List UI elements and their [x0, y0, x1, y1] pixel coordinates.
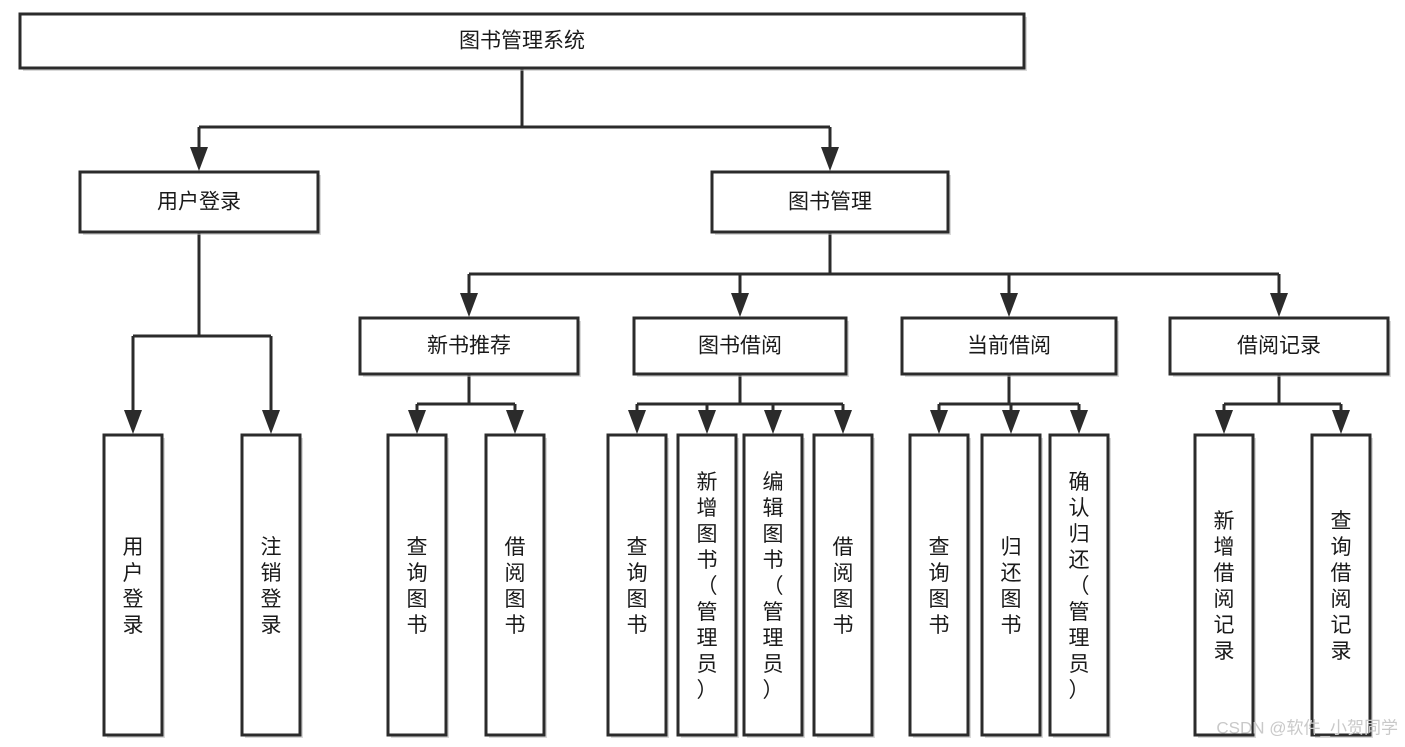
node-label: 确认归还（管理员） — [1069, 471, 1090, 702]
node-label: 借阅记录 — [1237, 335, 1321, 358]
node-new-book-rec[interactable]: 新书推荐 — [358, 316, 581, 377]
node-current-borrow[interactable]: 当前借阅 — [900, 316, 1119, 377]
node-rect — [812, 433, 874, 737]
node-book-borrow[interactable]: 图书借阅 — [632, 316, 849, 377]
connector-group — [1215, 374, 1350, 434]
node-label: 用户登录 — [157, 191, 241, 214]
node-rect — [78, 170, 320, 234]
node-label: 用户登录 — [123, 536, 144, 637]
connector-group — [460, 232, 1288, 317]
node-leaf-edit-book[interactable]: 编辑图书（管理员） — [742, 433, 805, 738]
node-label: 借阅图书 — [833, 536, 854, 637]
node-rect — [900, 316, 1118, 376]
node-label: 借阅图书 — [505, 536, 526, 637]
node-rect — [742, 433, 804, 737]
node-book-manage[interactable]: 图书管理 — [710, 170, 951, 235]
node-rect — [18, 12, 1026, 70]
node-rect — [484, 433, 546, 737]
connector-layer — [124, 68, 1350, 434]
connector-group — [930, 374, 1088, 434]
node-layer: 图书管理系统用户登录图书管理新书推荐图书借阅当前借阅借阅记录用户登录注销登录查询… — [18, 12, 1391, 738]
connector-group — [628, 374, 852, 434]
node-label: 编辑图书（管理员） — [763, 471, 784, 702]
node-label: 图书管理系统 — [459, 30, 585, 53]
connector-group — [190, 68, 839, 171]
csdn-watermark: CSDN @软件_小贺同学 — [1216, 718, 1398, 737]
node-leaf-user-login[interactable]: 用户登录 — [102, 433, 165, 738]
node-leaf-query-record[interactable]: 查询借阅记录 — [1310, 433, 1373, 738]
node-rect — [1310, 433, 1372, 737]
node-leaf-borrow-book-2[interactable]: 借阅图书 — [812, 433, 875, 738]
node-rect — [908, 433, 970, 737]
node-label: 当前借阅 — [967, 335, 1051, 358]
node-label: 注销登录 — [261, 536, 282, 637]
node-rect — [980, 433, 1042, 737]
node-leaf-query-book-3[interactable]: 查询图书 — [908, 433, 971, 738]
node-root[interactable]: 图书管理系统 — [18, 12, 1027, 71]
node-rect — [102, 433, 164, 737]
node-label: 新书推荐 — [427, 335, 511, 358]
node-rect — [676, 433, 738, 737]
node-rect — [358, 316, 580, 376]
connector-group — [124, 232, 280, 434]
node-leaf-query-book-1[interactable]: 查询图书 — [386, 433, 449, 738]
node-leaf-add-record[interactable]: 新增借阅记录 — [1193, 433, 1256, 738]
node-leaf-add-book[interactable]: 新增图书（管理员） — [676, 433, 739, 738]
node-leaf-confirm-return[interactable]: 确认归还（管理员） — [1048, 433, 1111, 738]
node-leaf-query-book-2[interactable]: 查询图书 — [606, 433, 669, 738]
node-rect — [1048, 433, 1110, 737]
node-leaf-borrow-book-1[interactable]: 借阅图书 — [484, 433, 547, 738]
node-rect — [1168, 316, 1390, 376]
node-rect — [386, 433, 448, 737]
node-user-login[interactable]: 用户登录 — [78, 170, 321, 235]
node-label: 新增图书（管理员） — [697, 471, 718, 702]
node-rect — [240, 433, 302, 737]
node-label: 查询借阅记录 — [1331, 510, 1352, 663]
node-label: 新增借阅记录 — [1214, 510, 1235, 663]
node-label: 归还图书 — [1001, 536, 1022, 637]
node-rect — [606, 433, 668, 737]
connector-group — [408, 374, 524, 434]
node-leaf-logout[interactable]: 注销登录 — [240, 433, 303, 738]
node-borrow-record[interactable]: 借阅记录 — [1168, 316, 1391, 377]
node-label: 查询图书 — [929, 536, 950, 637]
node-label: 图书管理 — [788, 191, 872, 214]
node-label: 图书借阅 — [698, 335, 782, 358]
node-rect — [1193, 433, 1255, 737]
node-leaf-return-book[interactable]: 归还图书 — [980, 433, 1043, 738]
node-label: 查询图书 — [627, 536, 648, 637]
node-label: 查询图书 — [407, 536, 428, 637]
node-rect — [632, 316, 848, 376]
node-rect — [710, 170, 950, 234]
